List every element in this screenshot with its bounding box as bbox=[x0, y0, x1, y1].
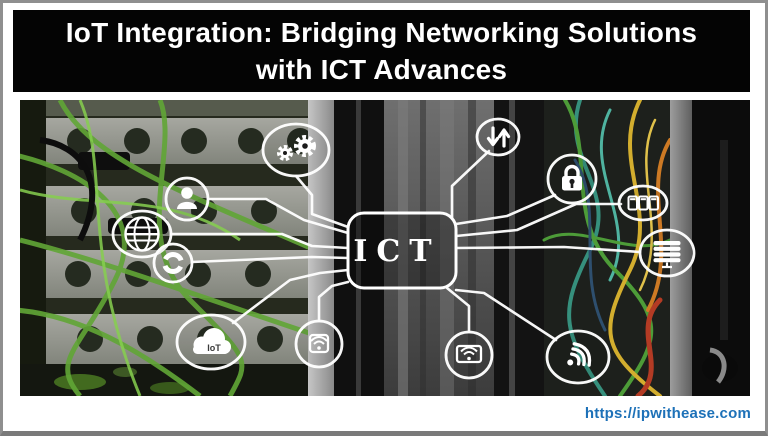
monitor-wifi-icon bbox=[444, 330, 494, 380]
server-stack-icon bbox=[638, 228, 696, 278]
data-transfer-icon bbox=[475, 117, 521, 157]
colored-cables bbox=[542, 98, 672, 399]
globe-icon bbox=[111, 209, 173, 259]
page-title-line1: IoT Integration: Bridging Networking Sol… bbox=[65, 17, 698, 48]
server-cards-icon bbox=[617, 184, 669, 222]
iot-cloud-label: IoT bbox=[207, 343, 221, 353]
padlock-icon bbox=[546, 153, 598, 205]
user-icon bbox=[164, 176, 210, 222]
tablet-wifi-icon bbox=[294, 319, 344, 369]
connector-lines bbox=[169, 149, 642, 342]
server-room-photo: ICT bbox=[14, 98, 750, 399]
iot-cloud-icon: IoT bbox=[175, 313, 247, 371]
ict-hub-box: ICT bbox=[346, 211, 458, 290]
site-url-link[interactable]: https://ipwithease.com bbox=[584, 405, 751, 422]
title-bar: IoT Integration: Bridging Networking Sol… bbox=[13, 10, 750, 92]
wireless-signal-icon bbox=[545, 329, 611, 385]
green-cables bbox=[14, 98, 317, 398]
ict-label: ICT bbox=[353, 234, 440, 269]
gears-icon bbox=[261, 122, 331, 178]
page-title-line2: with ICT Advances bbox=[255, 54, 508, 85]
sync-icon bbox=[152, 242, 194, 284]
photo-svg: ICT bbox=[14, 98, 750, 399]
ict-diagram: ICT bbox=[111, 117, 696, 385]
